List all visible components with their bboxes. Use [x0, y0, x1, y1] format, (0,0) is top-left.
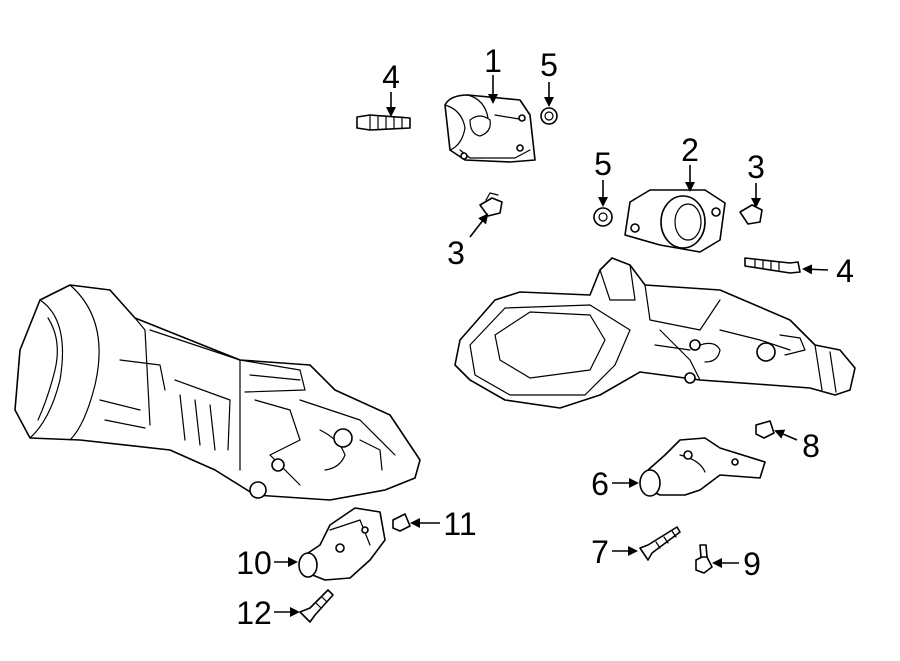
- part-4-bolt-top: [356, 114, 411, 131]
- callout-arrows: [274, 75, 829, 617]
- callout-label-4-top: 4: [382, 59, 400, 95]
- callout-label-5-top: 5: [540, 47, 558, 83]
- part-5-nut-top: [540, 107, 558, 125]
- part-3-stud-right: [739, 199, 763, 225]
- part-11-nut: [392, 513, 411, 532]
- callout-label-4-right: 4: [836, 253, 854, 289]
- part-5-nut-right: [593, 207, 613, 227]
- part-6-bracket: [639, 437, 766, 497]
- left-transmission: [14, 284, 421, 501]
- part-4-bolt-right: [744, 257, 801, 274]
- part-2-mount: [624, 189, 726, 253]
- callout-labels: 1 2 3 3 4 4 5 5 6 7 8 9 10 11 12: [236, 43, 854, 631]
- part-10-bracket: [298, 507, 386, 581]
- callout-label-10: 10: [236, 545, 272, 581]
- callout-label-7: 7: [591, 534, 609, 570]
- right-transmission: [454, 257, 856, 409]
- part-12-bolt: [299, 589, 334, 623]
- callout-label-5-right: 5: [594, 146, 612, 182]
- callout-label-3-top: 3: [447, 235, 465, 271]
- callout-label-9: 9: [743, 546, 761, 582]
- callout-label-6: 6: [591, 466, 609, 502]
- part-9-bolt: [695, 544, 713, 574]
- callout-label-3-right: 3: [747, 149, 765, 185]
- leader-3-top: [469, 213, 489, 238]
- part-1-mount: [444, 94, 536, 163]
- callout-label-11: 11: [443, 506, 476, 542]
- leader-8: [774, 429, 798, 441]
- callout-label-2: 2: [681, 132, 699, 168]
- callout-label-8: 8: [802, 428, 820, 464]
- leader-4-right: [802, 264, 829, 275]
- callout-label-12: 12: [236, 595, 272, 631]
- part-7-bolt: [639, 526, 681, 561]
- part-3-stud-top: [479, 192, 503, 217]
- callout-label-1: 1: [484, 43, 502, 79]
- part-8-nut: [755, 420, 775, 439]
